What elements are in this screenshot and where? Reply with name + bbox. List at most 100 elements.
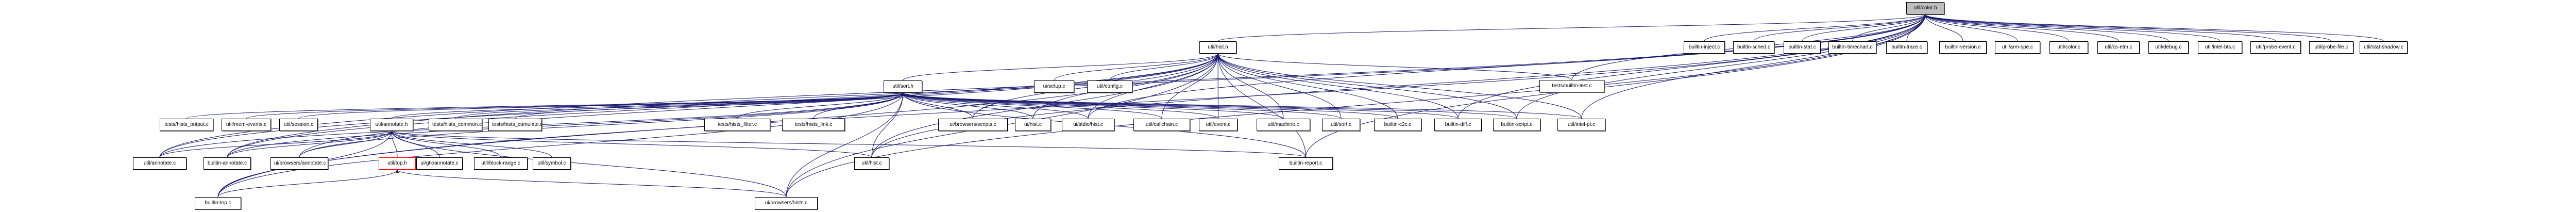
graph-node-builtin-sched[interactable]: builtin-sched.c bbox=[1733, 41, 1774, 54]
edge-hists-common-to-sort-h bbox=[455, 92, 905, 119]
edge-symbol-c-to-annotate-h bbox=[389, 131, 552, 158]
edge-builtin-top-to-sort-h bbox=[217, 92, 905, 198]
graph-node-hists-common[interactable]: tests/hists_common.c bbox=[429, 119, 482, 131]
edge-intel-bts-to-color-h bbox=[1923, 14, 2221, 42]
edge-top-h-to-annotate-h bbox=[389, 131, 398, 158]
graph-node-hist-c[interactable]: util/hist.c bbox=[854, 157, 889, 170]
edge-probe-event-to-color-h bbox=[1923, 14, 2276, 42]
graph-node-builtin-annotate[interactable]: builtin-annotate.c bbox=[204, 157, 251, 170]
edge-hists-output-to-sort-h bbox=[186, 92, 905, 119]
graph-node-arm-spe[interactable]: util/arm-spe.c bbox=[1995, 41, 2040, 54]
edge-debug-c-to-color-h bbox=[1923, 14, 2169, 42]
edge-hist-c-to-sort-h bbox=[871, 92, 905, 158]
edge-builtin-c2c-to-hist-h bbox=[1216, 53, 1398, 119]
edge-sort-c-to-hist-h bbox=[1216, 53, 1342, 119]
graph-node-session-c[interactable]: util/session.c bbox=[279, 119, 318, 131]
graph-node-hists-output[interactable]: tests/hists_output.c bbox=[160, 119, 213, 131]
graph-node-browsers-annotate[interactable]: ui/browsers/annotate.c bbox=[270, 157, 328, 170]
graph-node-ui-hist[interactable]: ui/hist.c bbox=[1015, 119, 1051, 131]
graph-node-color-h: util/color.h bbox=[1906, 2, 1944, 14]
graph-node-builtin-test[interactable]: tests/builtin-test.c bbox=[1539, 80, 1604, 92]
edge-browsers-annotate-to-annotate-h bbox=[299, 131, 394, 158]
graph-node-builtin-top[interactable]: builtin-top.c bbox=[195, 197, 241, 209]
edge-builtin-script-to-color-h bbox=[1516, 14, 1927, 119]
graph-node-intel-bts[interactable]: util/intel-bts.c bbox=[2198, 41, 2242, 54]
graph-node-stat-shadow[interactable]: util/stat-shadow.c bbox=[2360, 41, 2408, 54]
graph-node-ui-setup[interactable]: ui/setup.c bbox=[1034, 80, 1074, 93]
edge-builtin-version-to-color-h bbox=[1923, 14, 1963, 42]
edge-builtin-report-to-annotate-h bbox=[389, 131, 1306, 158]
graph-node-event-c[interactable]: util/event.c bbox=[1199, 119, 1238, 131]
graph-node-symbol-c[interactable]: util/symbol.c bbox=[533, 157, 571, 170]
graph-node-builtin-script[interactable]: builtin-script.c bbox=[1493, 119, 1540, 131]
edge-intel-pt-to-sort-h bbox=[901, 92, 1582, 119]
graph-node-hists-link[interactable]: tests/hists_link.c bbox=[782, 119, 845, 131]
graph-node-hists-cumulate[interactable]: tests/hists_cumulate.c bbox=[488, 119, 543, 131]
graph-node-browsers-hists[interactable]: ui/browsers/hists.c bbox=[755, 197, 818, 209]
edge-stdio-hist-to-sort-h bbox=[901, 92, 1089, 119]
edge-hist-h-to-color-h bbox=[1217, 14, 1927, 42]
edge-color-c-to-color-h bbox=[1923, 14, 2069, 42]
edge-builtin-report-to-hist-h bbox=[1216, 53, 1306, 158]
edge-builtin-annotate-to-annotate-h bbox=[227, 131, 394, 158]
graph-node-builtin-diff[interactable]: builtin-diff.c bbox=[1434, 119, 1482, 131]
edge-mem-events-to-sort-h bbox=[246, 92, 905, 119]
edge-machine-c-to-sort-h bbox=[901, 92, 1284, 119]
graph-node-probe-file[interactable]: util/probe-file.c bbox=[2309, 41, 2353, 54]
graph-node-sort-h[interactable]: util/sort.h bbox=[884, 80, 922, 93]
edge-builtin-test-to-hist-h bbox=[1216, 53, 1572, 80]
graph-node-annotate-c[interactable]: util/annotate.c bbox=[133, 157, 187, 170]
graph-node-builtin-trace[interactable]: builtin-trace.c bbox=[1886, 41, 1927, 54]
edge-intel-pt-to-color-h bbox=[1581, 14, 1927, 119]
edge-sort-h-to-hist-h bbox=[903, 53, 1220, 81]
edge-annotate-c-to-annotate-h bbox=[159, 131, 394, 158]
edge-util-config-to-hist-h bbox=[1109, 53, 1220, 81]
graph-node-cs-etm[interactable]: util/cs-etm.c bbox=[2097, 41, 2140, 54]
edge-sort-c-to-sort-h bbox=[901, 92, 1342, 119]
graph-node-hist-h[interactable]: util/hist.h bbox=[1199, 41, 1236, 54]
graph-node-annotate-h[interactable]: util/annotate.h bbox=[370, 119, 413, 131]
edge-builtin-stat-to-color-h bbox=[1802, 14, 1927, 42]
graph-node-util-config[interactable]: util/config.c bbox=[1087, 80, 1132, 93]
graph-node-intel-pt[interactable]: util/intel-pt.c bbox=[1557, 119, 1605, 131]
graph-node-builtin-timechart[interactable]: builtin-timechart.c bbox=[1828, 41, 1876, 54]
edge-session-c-to-sort-h bbox=[298, 92, 905, 119]
graph-node-debug-c[interactable]: util/debug.c bbox=[2148, 41, 2189, 54]
graph-node-top-h[interactable]: util/top.h bbox=[379, 157, 416, 170]
graph-node-builtin-report[interactable]: builtin-report.c bbox=[1279, 157, 1333, 170]
edge-machine-c-to-hist-h bbox=[1216, 53, 1284, 119]
graph-node-gtk-annotate[interactable]: ui/gtk/annotate.c bbox=[416, 157, 463, 170]
graph-node-builtin-version[interactable]: builtin-version.c bbox=[1939, 41, 1987, 54]
graph-node-builtin-stat[interactable]: builtin-stat.c bbox=[1784, 41, 1821, 54]
edge-ui-hist-to-sort-h bbox=[901, 92, 1033, 119]
graph-node-callchain-c[interactable]: util/callchain.c bbox=[1133, 119, 1190, 131]
edge-cs-etm-to-color-h bbox=[1923, 14, 2119, 42]
graph-node-builtin-c2c[interactable]: builtin-c2c.c bbox=[1374, 119, 1421, 131]
edge-builtin-diff-to-hist-h bbox=[1216, 53, 1459, 119]
edge-hists-cumulate-to-sort-h bbox=[515, 92, 905, 119]
graph-node-browsers-scripts[interactable]: ui/browsers/scripts.c bbox=[938, 119, 1008, 131]
edge-probe-file-to-color-h bbox=[1923, 14, 2332, 42]
edge-browsers-annotate-to-sort-h bbox=[299, 92, 905, 158]
graph-node-mem-events[interactable]: util/mem-events.c bbox=[222, 119, 271, 131]
graph-node-builtin-inject[interactable]: builtin-inject.c bbox=[1684, 41, 1725, 54]
graph-node-stdio-hist[interactable]: ui/stdio/hist.c bbox=[1062, 119, 1114, 131]
edge-hist-c-to-annotate-h bbox=[389, 131, 872, 158]
graph-node-hists-filter[interactable]: tests/hists_filter.c bbox=[704, 119, 770, 131]
edge-stat-shadow-to-color-h bbox=[1923, 14, 2384, 42]
graph-node-machine-c[interactable]: util/machine.c bbox=[1257, 119, 1310, 131]
edge-ui-setup-to-hist-h bbox=[1054, 53, 1220, 81]
edge-block-range-to-annotate-h bbox=[389, 131, 501, 158]
edge-stdio-hist-to-color-h bbox=[1088, 14, 1927, 119]
edge-browsers-scripts-to-sort-h bbox=[901, 92, 973, 119]
graph-node-probe-event[interactable]: util/probe-event.c bbox=[2250, 41, 2301, 54]
edge-intel-pt-to-hist-h bbox=[1216, 53, 1582, 119]
edge-builtin-sched-to-color-h bbox=[1753, 14, 1927, 42]
edge-builtin-annotate-to-color-h bbox=[227, 14, 1927, 158]
graph-node-color-c[interactable]: util/color.c bbox=[2049, 41, 2088, 54]
graph-node-sort-c[interactable]: util/sort.c bbox=[1322, 119, 1360, 131]
graph-node-block-range[interactable]: util/block-range.c bbox=[474, 157, 528, 170]
edge-builtin-diff-to-color-h bbox=[1458, 14, 1927, 119]
